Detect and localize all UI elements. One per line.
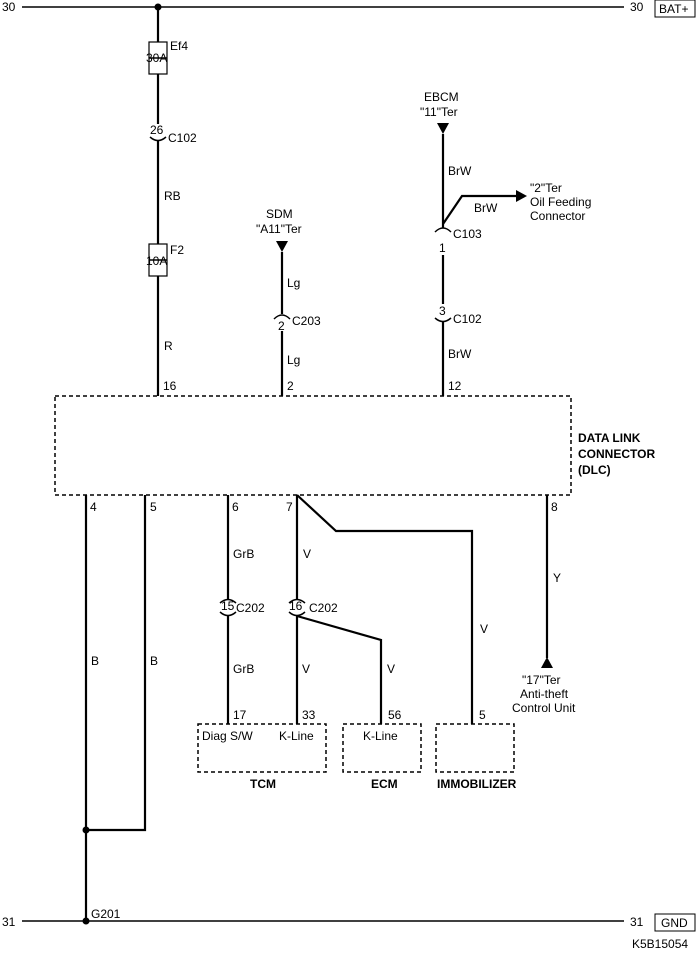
c202b-name: C202 (309, 601, 338, 615)
gnd-tag (654, 913, 696, 932)
connector-c202-pin16: 16 C202 (288, 598, 338, 617)
connector-c203: 2 C203 (273, 314, 321, 333)
antitheft-arrow-icon (541, 657, 553, 668)
wire-b-2: B (150, 654, 158, 668)
dlc-pin-12: 12 (448, 379, 462, 393)
dlc-pin-6: 6 (232, 500, 239, 514)
wire-brw-1: BrW (448, 164, 472, 178)
c202a-pin: 15 (221, 599, 235, 613)
tcm-pin-17: 17 (233, 708, 247, 722)
ecm-label: ECM (371, 777, 398, 791)
kline-branch: 7 V V 16 C202 V V (286, 494, 488, 724)
c103-name: C103 (453, 227, 482, 241)
bat-plus-tag (654, 0, 696, 18)
c203-pin: 2 (278, 319, 285, 333)
bus-bottom-left-num: 31 (2, 915, 16, 929)
oil-arrow-icon (516, 190, 527, 202)
tcm-module: 17 33 Diag S/W K-Line TCM (197, 708, 327, 791)
wire-grb-1: GrB (233, 547, 254, 561)
dlc-pin-16: 16 (163, 379, 177, 393)
wire-brw-2: BrW (474, 201, 498, 215)
sdm-branch: SDM "A11"Ter Lg 2 C203 Lg 2 (256, 207, 321, 396)
dlc-pin-4: 4 (90, 500, 97, 514)
wire-v-2: V (302, 662, 310, 676)
ecm-pin-56: 56 (388, 708, 402, 722)
dlc-pin-2: 2 (287, 379, 294, 393)
fuse-ef4-name: Ef4 (170, 39, 188, 53)
dlc-pin-5: 5 (150, 500, 157, 514)
wire-b-1: B (91, 654, 99, 668)
wire-rb: RB (164, 189, 181, 203)
antitheft-line1: "17"Ter (522, 673, 561, 687)
wire-v-1: V (303, 547, 311, 561)
immobilizer-label: IMMOBILIZER (437, 777, 517, 791)
ebcm-line1: EBCM (424, 90, 459, 104)
wire-lg-2: Lg (287, 353, 300, 367)
power-branch: Ef4 30A 26 C102 RB F2 10A R 16 (146, 7, 197, 396)
c202a-name: C202 (236, 601, 265, 615)
tcm-term-kline: K-Line (279, 729, 314, 743)
c102a-pin: 26 (150, 123, 164, 137)
fuse-f2-name: F2 (170, 243, 184, 257)
wire-grb-2: GrB (233, 662, 254, 676)
gnd-label: GND (661, 916, 688, 930)
dlc-pin-8: 8 (551, 500, 558, 514)
connector-c202-pin15: 15 C202 (219, 598, 265, 617)
tcm-label: TCM (250, 777, 276, 791)
ebcm-arrow-icon (437, 123, 449, 134)
oil-line3: Connector (530, 209, 585, 223)
document-id: K5B15054 (632, 937, 688, 951)
ebcm-branch: EBCM "11"Ter BrW BrW "2"Ter Oil Feeding … (420, 90, 591, 396)
c103-pin: 1 (439, 241, 446, 255)
c203-name: C203 (292, 314, 321, 328)
antitheft-branch: 8 Y "17"Ter Anti-theft Control Unit (512, 495, 576, 715)
ground-bus: 31 31 GND (2, 913, 696, 932)
data-link-connector: DATA LINK CONNECTOR (DLC) (54, 395, 655, 496)
wire-lg-1: Lg (287, 276, 300, 290)
fuse-f2-rating: 10A (146, 254, 167, 268)
battery-bus: 30 30 BAT+ (2, 0, 696, 18)
antitheft-line3: Control Unit (512, 701, 576, 715)
bus-bottom-right-num: 31 (630, 915, 644, 929)
fuse-ef4: Ef4 30A (146, 39, 188, 75)
wire-v-4: V (480, 622, 488, 636)
tcm-term-diag: Diag S/W (202, 729, 253, 743)
ground-wires: 4 5 B B G201 (82, 495, 158, 925)
dlc-label-3: (DLC) (578, 463, 611, 477)
c102a-name: C102 (168, 131, 197, 145)
oil-line1: "2"Ter (530, 181, 562, 195)
immobilizer-module: 5 IMMOBILIZER (435, 708, 517, 791)
diag-branch: 6 GrB 15 C202 GrB (219, 495, 265, 724)
sdm-line1: SDM (266, 207, 293, 221)
dlc-pin-7: 7 (286, 500, 293, 514)
c102b-pin: 3 (439, 304, 446, 318)
sdm-line2: "A11"Ter (256, 222, 302, 236)
ground-g201: G201 (91, 907, 121, 921)
dlc-label-2: CONNECTOR (578, 447, 655, 461)
connector-c102-pin3: 3 C102 (434, 304, 482, 326)
wire-brw-3: BrW (448, 347, 472, 361)
c202b-pin: 16 (289, 599, 303, 613)
immobilizer-pin-5: 5 (479, 708, 486, 722)
oil-line2: Oil Feeding (530, 195, 591, 209)
sdm-arrow-icon (276, 241, 288, 252)
fuse-ef4-rating: 30A (146, 51, 167, 65)
dlc-label-1: DATA LINK (578, 431, 641, 445)
wire-y: Y (553, 571, 561, 585)
fuse-f2: F2 10A (146, 243, 184, 277)
ebcm-line2: "11"Ter (420, 105, 458, 119)
bus-top-right-num: 30 (630, 0, 644, 14)
bus-top-left-num: 30 (2, 0, 16, 14)
ecm-term-kline: K-Line (363, 729, 398, 743)
bat-plus-label: BAT+ (659, 2, 688, 16)
antitheft-line2: Anti-theft (520, 687, 569, 701)
connector-c102-pin26: 26 C102 (149, 123, 197, 145)
connector-c103: C103 1 (434, 227, 482, 255)
c102b-name: C102 (453, 312, 482, 326)
wire-v-3: V (387, 662, 395, 676)
ecm-module: 56 K-Line ECM (342, 708, 422, 791)
tcm-pin-33: 33 (302, 708, 316, 722)
wire-r: R (164, 339, 173, 353)
